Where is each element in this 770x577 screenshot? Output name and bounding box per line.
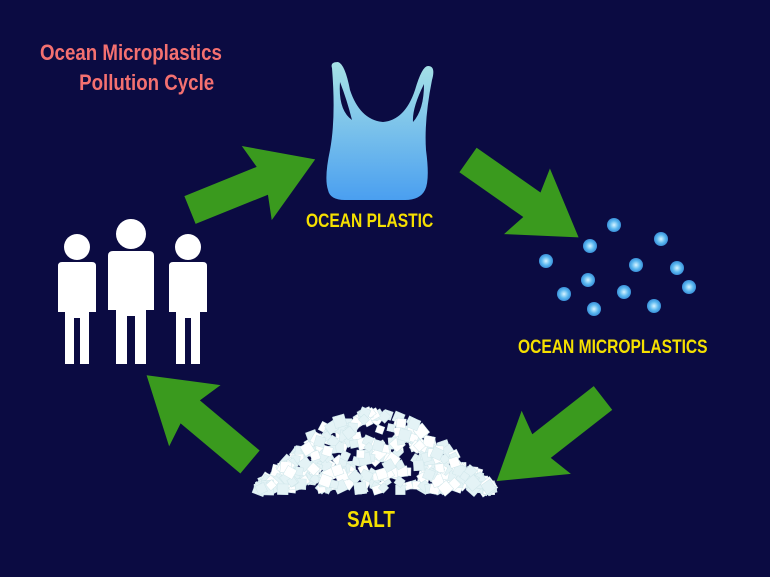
salt-crystal	[393, 475, 406, 488]
salt-crystal	[329, 479, 340, 490]
salt-crystal	[406, 416, 422, 432]
microplastic-particle	[629, 258, 643, 272]
label-ocean-plastic: OCEAN PLASTIC	[306, 211, 434, 232]
arrow-salt-to-people	[120, 344, 276, 493]
salt-crystal	[480, 478, 497, 495]
title-line-1: Ocean Microplastics	[40, 40, 222, 65]
salt-crystal	[349, 438, 359, 449]
salt-crystal	[306, 461, 321, 477]
salt-crystal	[377, 482, 390, 494]
microplastic-particle	[607, 218, 621, 232]
salt-crystal	[422, 434, 436, 449]
diagram-title: Ocean Microplastics Pollution Cycle	[40, 38, 222, 98]
person-icon	[108, 219, 154, 364]
salt-crystal	[374, 424, 386, 435]
arrow-plastic-to-microplastics	[445, 127, 602, 271]
salt-crystal	[341, 425, 357, 441]
salt-crystal	[459, 470, 471, 482]
salt-crystal	[353, 481, 368, 496]
salt-crystal	[358, 413, 370, 426]
salt-crystal	[277, 483, 289, 495]
salt-pile-icon	[251, 406, 499, 498]
title-line-2: Pollution Cycle	[79, 70, 215, 95]
person-icon	[169, 234, 207, 364]
salt-crystal	[356, 449, 365, 459]
salt-crystal	[326, 434, 340, 449]
salt-crystal	[363, 441, 375, 453]
microplastic-particle	[557, 287, 571, 301]
salt-crystal	[309, 473, 321, 485]
microplastic-particle	[581, 273, 595, 287]
label-ocean-microplastics: OCEAN MICROPLASTICS	[518, 337, 708, 358]
salt-crystal	[464, 474, 482, 492]
salt-crystal	[313, 434, 327, 448]
salt-crystal	[377, 409, 392, 424]
salt-crystal	[429, 446, 445, 461]
label-salt: SALT	[347, 506, 395, 532]
salt-crystal	[299, 440, 316, 457]
microplastics-icon	[539, 218, 696, 316]
salt-crystal	[321, 444, 334, 458]
salt-crystal	[395, 417, 407, 429]
salt-crystal	[434, 463, 445, 474]
salt-crystal	[381, 458, 397, 473]
microplastic-particle	[587, 302, 601, 316]
microplastic-particle	[583, 239, 597, 253]
salt-crystal	[282, 465, 298, 480]
salt-crystal	[332, 413, 348, 429]
salt-crystal	[265, 479, 278, 492]
salt-crystal	[371, 438, 386, 453]
person-icon	[58, 234, 96, 364]
microplastic-particle	[617, 285, 631, 299]
salt-crystal	[447, 455, 461, 469]
microplastic-particle	[654, 232, 668, 246]
salt-crystal	[422, 467, 436, 482]
microplastic-particle	[539, 254, 553, 268]
salt-crystal	[339, 450, 351, 462]
microplastic-particle	[682, 280, 696, 294]
people-icon	[58, 219, 207, 364]
salt-crystal	[413, 439, 426, 453]
salt-crystal	[412, 459, 425, 472]
microplastic-particle	[647, 299, 661, 313]
salt-crystal	[437, 479, 454, 497]
salt-crystal	[347, 469, 363, 485]
salt-crystal	[397, 428, 412, 443]
plastic-bag-icon	[326, 62, 434, 200]
salt-crystal	[330, 463, 345, 478]
microplastic-particle	[670, 261, 684, 275]
salt-crystal	[254, 482, 268, 496]
